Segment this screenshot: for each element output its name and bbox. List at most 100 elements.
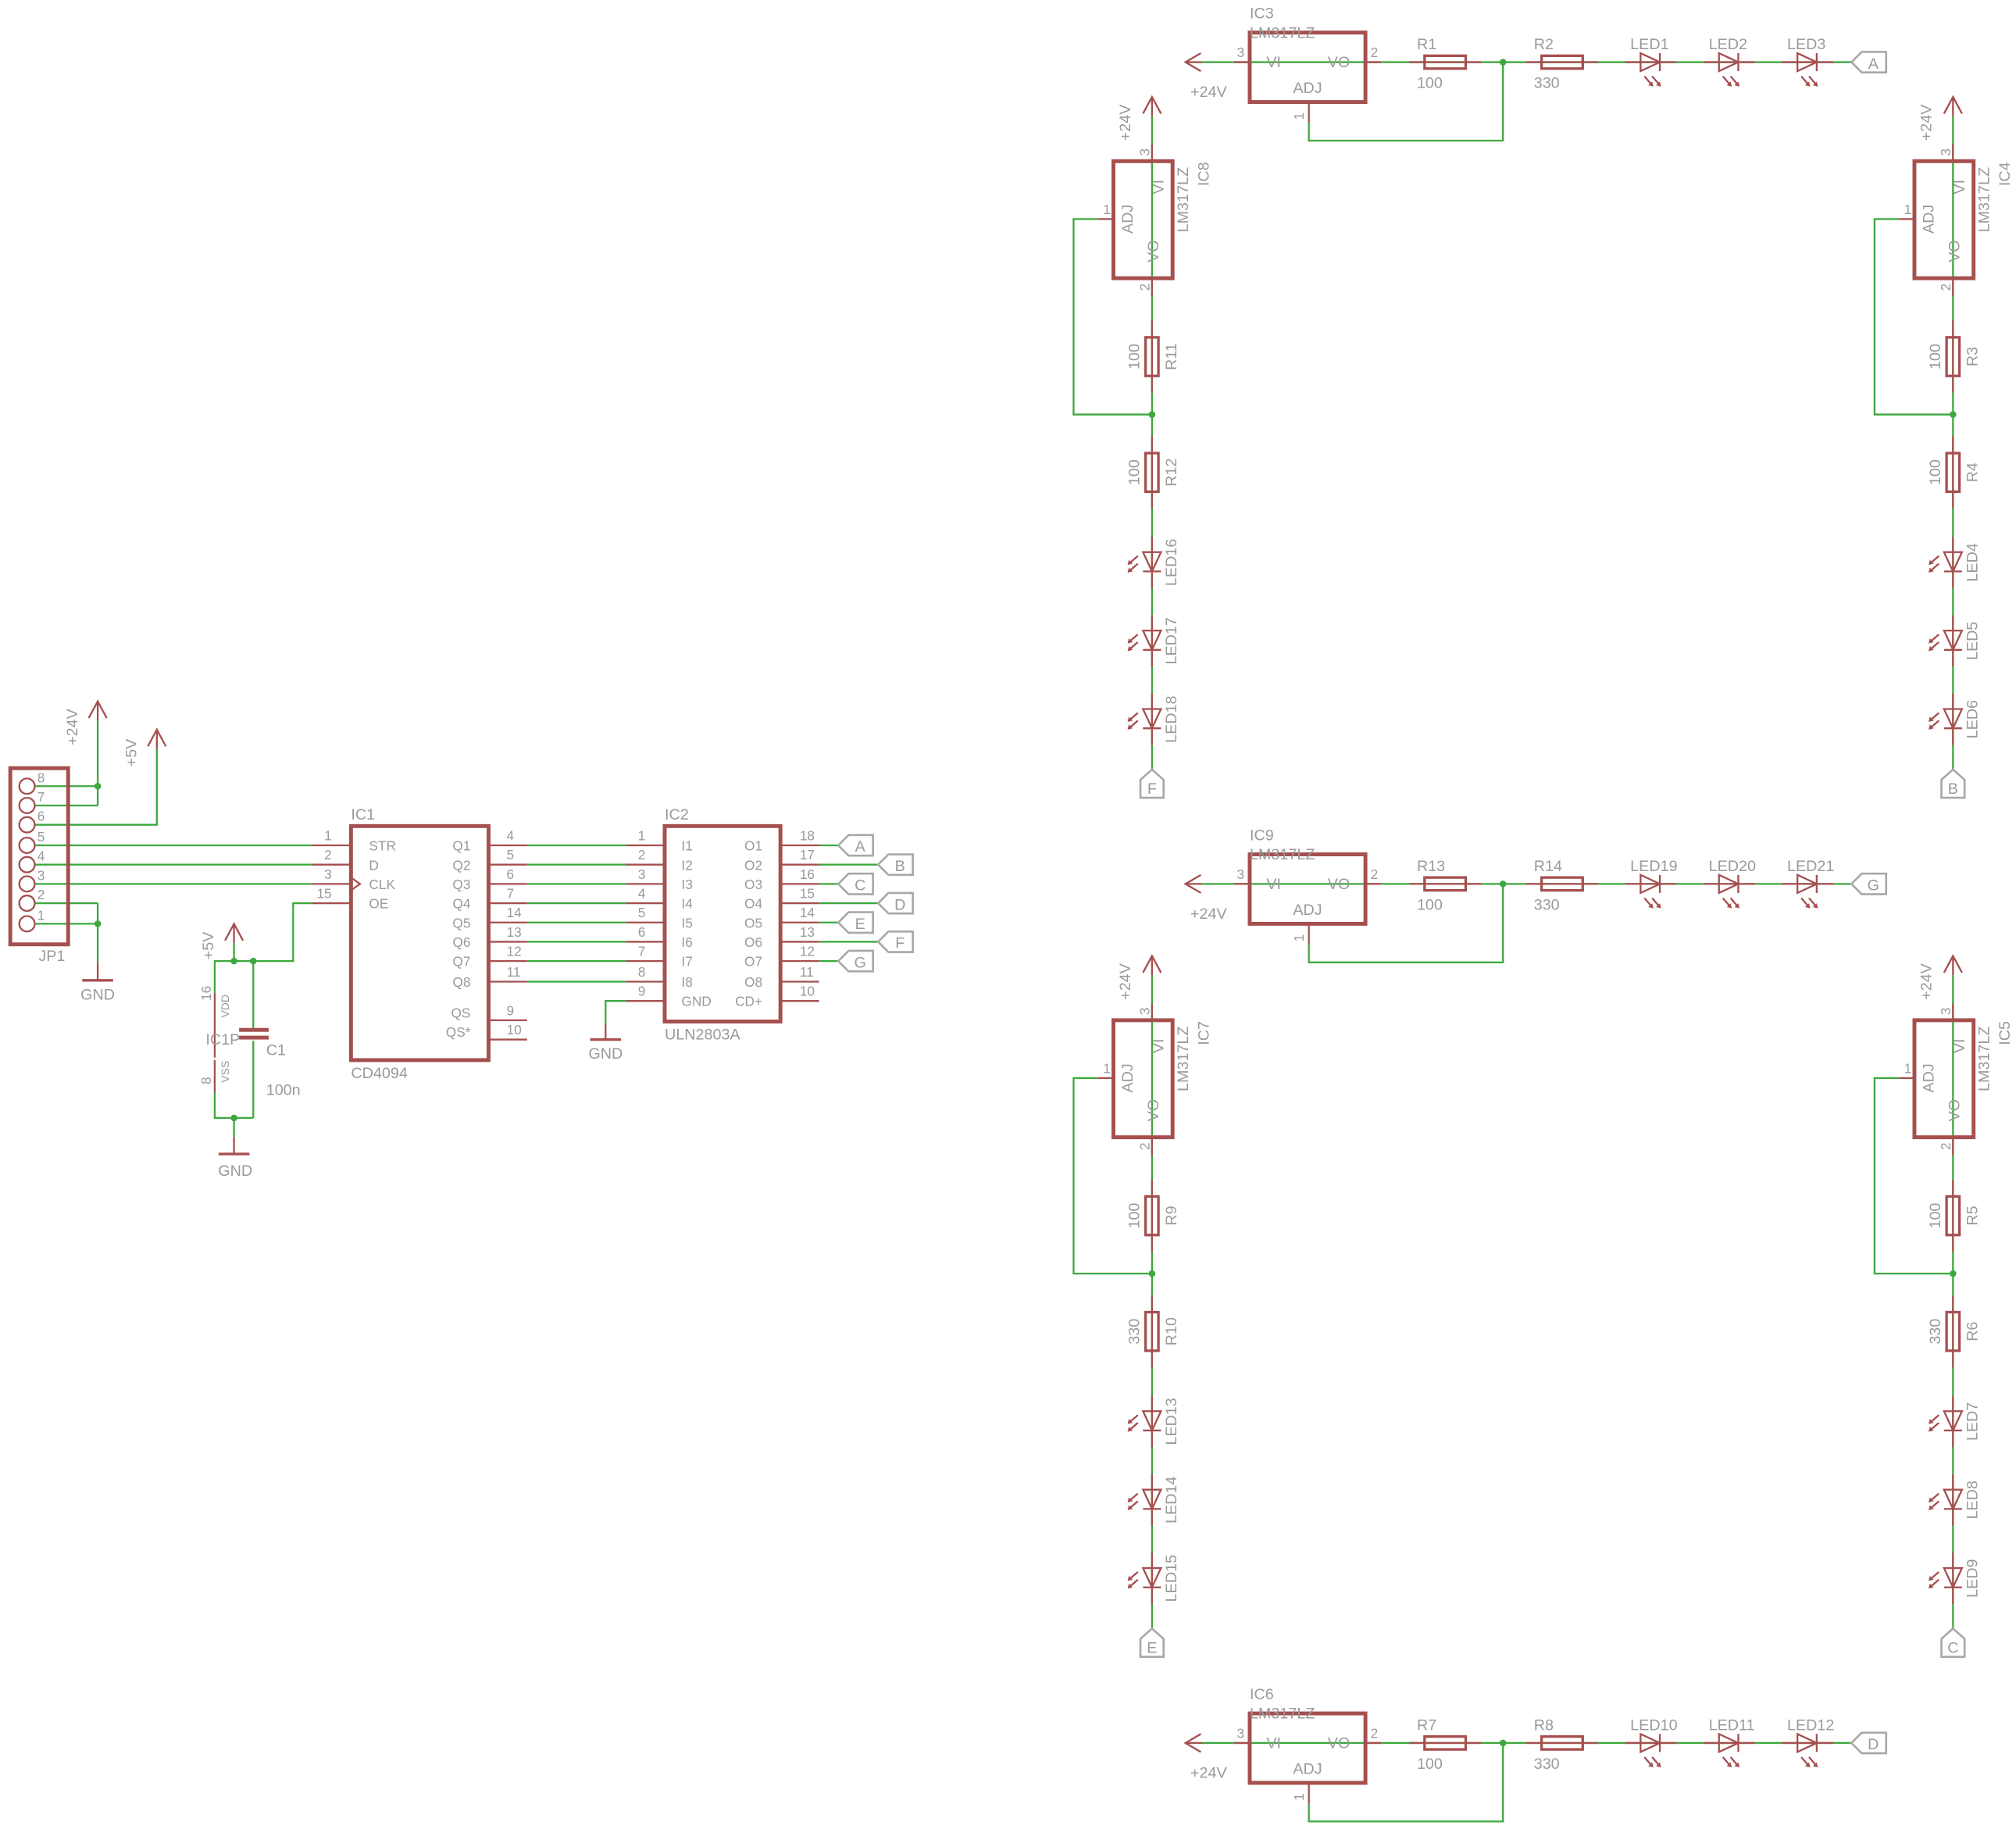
light-ray-head — [1929, 1505, 1934, 1511]
light-ray-head — [1929, 1575, 1934, 1581]
pin-number: 1 — [1904, 202, 1912, 217]
pin-number: 12 — [507, 944, 522, 959]
resistor-name: R10 — [1163, 1317, 1180, 1345]
led-label: LED18 — [1163, 695, 1180, 742]
net-label: F — [1147, 780, 1157, 798]
junction-dot — [94, 783, 102, 790]
light-ray-head — [1805, 81, 1811, 87]
pin-number: 9 — [507, 1002, 515, 1018]
pin-number: 16 — [800, 866, 815, 882]
pin-number: 2 — [324, 847, 332, 863]
led-label: LED3 — [1787, 36, 1825, 53]
pin-number: 2 — [1938, 284, 1954, 291]
pin-label-vi: VI — [1266, 876, 1281, 893]
net-label: B — [1948, 780, 1958, 798]
junction-dot — [1148, 1270, 1156, 1277]
resistor-name: R6 — [1964, 1322, 1982, 1341]
regulator-body — [1247, 852, 1368, 926]
part-name: IC6 — [1250, 1686, 1274, 1703]
part-value: LM317LZ — [1250, 24, 1315, 41]
pin-number: 1 — [1291, 1793, 1307, 1801]
resistor-symbol — [1540, 876, 1584, 892]
light-ray-head — [1127, 1505, 1133, 1511]
part-name: IC1 — [351, 806, 375, 823]
part-name: JP1 — [38, 948, 65, 965]
pin-number: 3 — [1938, 1008, 1954, 1016]
net-label-tag: F — [876, 930, 915, 953]
resistor-value: 100 — [1417, 896, 1443, 913]
resistor-symbol — [1423, 1735, 1468, 1751]
led-triangle — [1141, 1488, 1163, 1512]
pin-number: 1 — [1904, 1060, 1912, 1076]
pin-label: Q2 — [452, 857, 470, 873]
tag-shape — [1139, 1627, 1165, 1658]
net-label-tag: C — [1940, 1627, 1966, 1658]
pin-label: O7 — [744, 954, 762, 970]
resistor-symbol — [1423, 54, 1468, 70]
connector-pin-icon — [18, 855, 36, 873]
supply-label: +5V — [123, 738, 140, 767]
led-symbol-icon — [1718, 873, 1741, 909]
net-label-tag: E — [1139, 1627, 1165, 1658]
junction-dot — [1499, 1739, 1507, 1747]
supply-label: +24V — [1190, 905, 1228, 923]
pin-label-vo: VO — [1946, 240, 1964, 263]
led-label: LED2 — [1709, 36, 1747, 53]
part-name: IC1P — [205, 1031, 240, 1048]
pin-number: 2 — [37, 887, 45, 902]
light-ray-head — [1812, 1762, 1818, 1768]
pin-number: 3 — [37, 867, 45, 883]
junction-dot — [230, 957, 237, 965]
part-value: ULN2803A — [665, 1027, 740, 1044]
pin-number: 14 — [800, 905, 815, 920]
adj-feedback-wire — [1873, 218, 1954, 416]
tag-shape — [1139, 768, 1165, 799]
pin-number: 1 — [1291, 113, 1307, 120]
led-symbol-icon — [1640, 1732, 1662, 1768]
led-label: LED9 — [1964, 1559, 1982, 1598]
light-ray-head — [1805, 903, 1811, 909]
pin-label: O6 — [744, 934, 762, 950]
part-value: LM317LZ — [1175, 167, 1192, 232]
light-ray-head — [1726, 1762, 1732, 1768]
pin-number: 2 — [638, 847, 646, 863]
adj-feedback-wire — [1072, 1077, 1152, 1275]
light-ray-head — [1929, 1419, 1934, 1424]
adj-feedback-wire — [1308, 1742, 1504, 1823]
light-ray-head — [1929, 724, 1934, 730]
pin-number: 3 — [1236, 45, 1244, 60]
led-triangle — [1718, 52, 1741, 73]
pin-number: 2 — [1137, 1142, 1153, 1150]
tag-shape — [876, 853, 915, 877]
pin-number: 4 — [507, 827, 515, 843]
pin-number: 5 — [37, 829, 45, 845]
resistor-symbol — [1540, 1735, 1584, 1751]
connector-pin-icon — [18, 836, 36, 855]
light-ray-head — [1127, 1583, 1133, 1589]
pin-number: 13 — [507, 924, 522, 940]
led-triangle — [1797, 873, 1819, 895]
pin-label-vo: VO — [1328, 1735, 1351, 1752]
led-label: LED11 — [1709, 1716, 1755, 1734]
led-symbol-icon — [1929, 1566, 1964, 1590]
pin-number: 11 — [507, 964, 521, 980]
led-triangle — [1640, 1732, 1662, 1754]
led-label: LED16 — [1163, 539, 1180, 586]
pin-number: 10 — [800, 984, 815, 999]
light-ray-head — [1127, 716, 1133, 722]
led-triangle — [1797, 1732, 1819, 1754]
pin-number: 4 — [37, 848, 45, 864]
supply-label: +5V — [200, 931, 217, 960]
junction-dot — [94, 920, 102, 927]
pin-label: D — [369, 857, 378, 873]
pin-number: 2 — [1371, 1725, 1379, 1741]
pin-label-vi: VI — [1151, 1038, 1168, 1053]
pin-number: 14 — [507, 905, 523, 920]
supply-label: +24V — [1918, 104, 1935, 141]
tag-shape — [837, 911, 874, 934]
net-label-tag: C — [837, 872, 874, 895]
light-ray-head — [1127, 567, 1133, 573]
wire — [605, 1000, 626, 1024]
